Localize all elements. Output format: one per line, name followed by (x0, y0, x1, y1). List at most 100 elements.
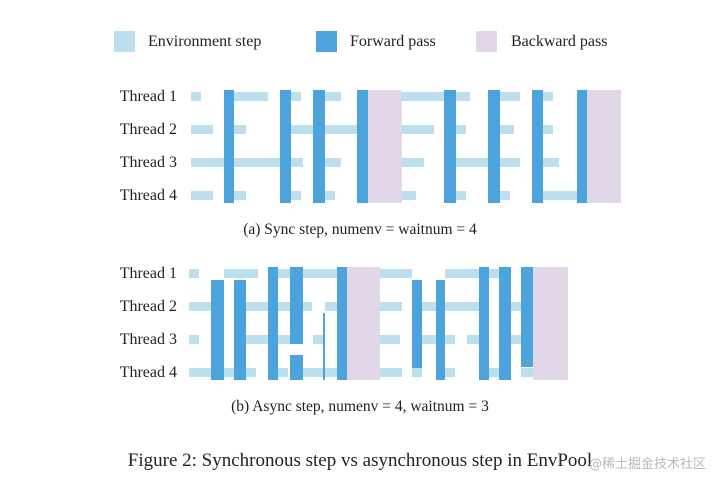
env-step-block (291, 92, 301, 101)
forward-pass-block (412, 280, 422, 368)
forward-pass-block (280, 90, 291, 203)
env-step-block (402, 125, 434, 134)
env-step-block (189, 368, 211, 377)
env-step-block (521, 368, 533, 377)
legend-env-label: Environment step (148, 33, 262, 50)
backward-pass-block (347, 267, 380, 380)
env-step-block (303, 269, 337, 278)
forward-pass-block (234, 280, 246, 380)
forward-pass-block (488, 90, 500, 203)
env-step-block (445, 368, 455, 377)
env-step-block (445, 335, 455, 344)
env-step-block (278, 368, 288, 377)
async-thread-4-label: Thread 4 (119, 364, 177, 381)
env-step-block (543, 125, 553, 134)
env-step-block (246, 368, 256, 377)
env-step-block (500, 125, 514, 134)
forward-pass-block (268, 267, 278, 380)
env-step-block (291, 125, 313, 134)
env-step-block (191, 92, 201, 101)
env-step-block (456, 125, 466, 134)
forward-pass-block (290, 267, 303, 344)
env-step-block (380, 335, 400, 344)
env-step-block (325, 92, 341, 101)
async-caption: (b) Async step, numenv = 4, waitnum = 3 (231, 398, 489, 415)
env-step-block (456, 92, 470, 101)
env-step-block (191, 191, 213, 200)
backward-pass-block (368, 90, 402, 203)
env-step-block (467, 335, 479, 344)
forward-pass-block (479, 267, 489, 380)
env-step-block (445, 269, 479, 278)
forward-pass-block (224, 90, 234, 203)
env-step-block (402, 92, 444, 101)
async-thread-2-label: Thread 2 (119, 298, 177, 315)
sync-thread-1-label: Thread 1 (119, 88, 177, 105)
forward-pass-block (313, 90, 325, 203)
sync-thread-3-label: Thread 3 (119, 154, 177, 171)
figure-caption: Figure 2: Synchronous step vs asynchrono… (127, 450, 593, 471)
async-thread-1-label: Thread 1 (119, 265, 177, 282)
legend-bwd-label: Backward pass (511, 33, 608, 50)
env-step-block (325, 302, 337, 311)
env-step-block (380, 302, 402, 311)
sync-thread-4-label: Thread 4 (119, 187, 177, 204)
env-step-block (511, 302, 521, 311)
legend-fwd-swatch (316, 31, 337, 52)
env-step-block (246, 302, 268, 311)
forward-pass-block (290, 355, 303, 380)
legend-env-swatch (114, 31, 135, 52)
env-step-block (278, 269, 290, 278)
forward-pass-block (337, 267, 347, 380)
forward-pass-block (357, 90, 368, 203)
env-step-block (191, 158, 224, 167)
env-step-block (234, 92, 268, 101)
env-step-block (224, 269, 258, 278)
env-step-block (402, 158, 424, 167)
env-step-block (500, 158, 520, 167)
forward-pass-block (577, 90, 587, 203)
forward-pass-block (444, 90, 456, 203)
env-step-block (189, 302, 211, 311)
watermark-text: @稀土掘金技术社区 (588, 457, 706, 472)
sync-thread-2-label: Thread 2 (119, 121, 177, 138)
sync-caption: (a) Sync step, numenv = waitnum = 4 (243, 221, 477, 238)
backward-pass-block (587, 90, 621, 203)
env-step-block (422, 335, 436, 344)
env-step-block (456, 158, 488, 167)
env-step-block (234, 125, 246, 134)
env-step-block (303, 368, 337, 377)
forward-pass-block (521, 267, 533, 367)
env-step-block (291, 191, 301, 200)
env-step-block (278, 335, 290, 344)
legend-fwd-label: Forward pass (350, 33, 436, 50)
env-step-block (189, 269, 199, 278)
env-step-block (500, 92, 520, 101)
env-step-block (234, 191, 246, 200)
env-step-block (422, 302, 436, 311)
env-step-block (500, 191, 510, 200)
env-step-block (234, 158, 280, 167)
env-step-block (412, 368, 422, 377)
env-step-block (325, 125, 357, 134)
env-step-block (402, 191, 416, 200)
env-step-block (246, 335, 268, 344)
env-step-block (380, 368, 402, 377)
env-step-block (224, 368, 234, 377)
env-step-block (325, 158, 341, 167)
env-step-block (543, 158, 559, 167)
legend-bwd-swatch (476, 31, 497, 52)
env-step-block (511, 335, 521, 344)
env-step-block (543, 191, 577, 200)
env-step-block (456, 191, 466, 200)
env-step-block (189, 335, 199, 344)
env-step-block (445, 302, 479, 311)
forward-pass-block (211, 280, 224, 380)
env-step-block (380, 269, 412, 278)
async-thread-3-label: Thread 3 (119, 331, 177, 348)
env-step-block (325, 191, 335, 200)
forward-pass-block (436, 280, 445, 380)
forward-pass-block (532, 90, 543, 203)
backward-pass-block (533, 267, 568, 380)
env-step-block (489, 269, 499, 278)
